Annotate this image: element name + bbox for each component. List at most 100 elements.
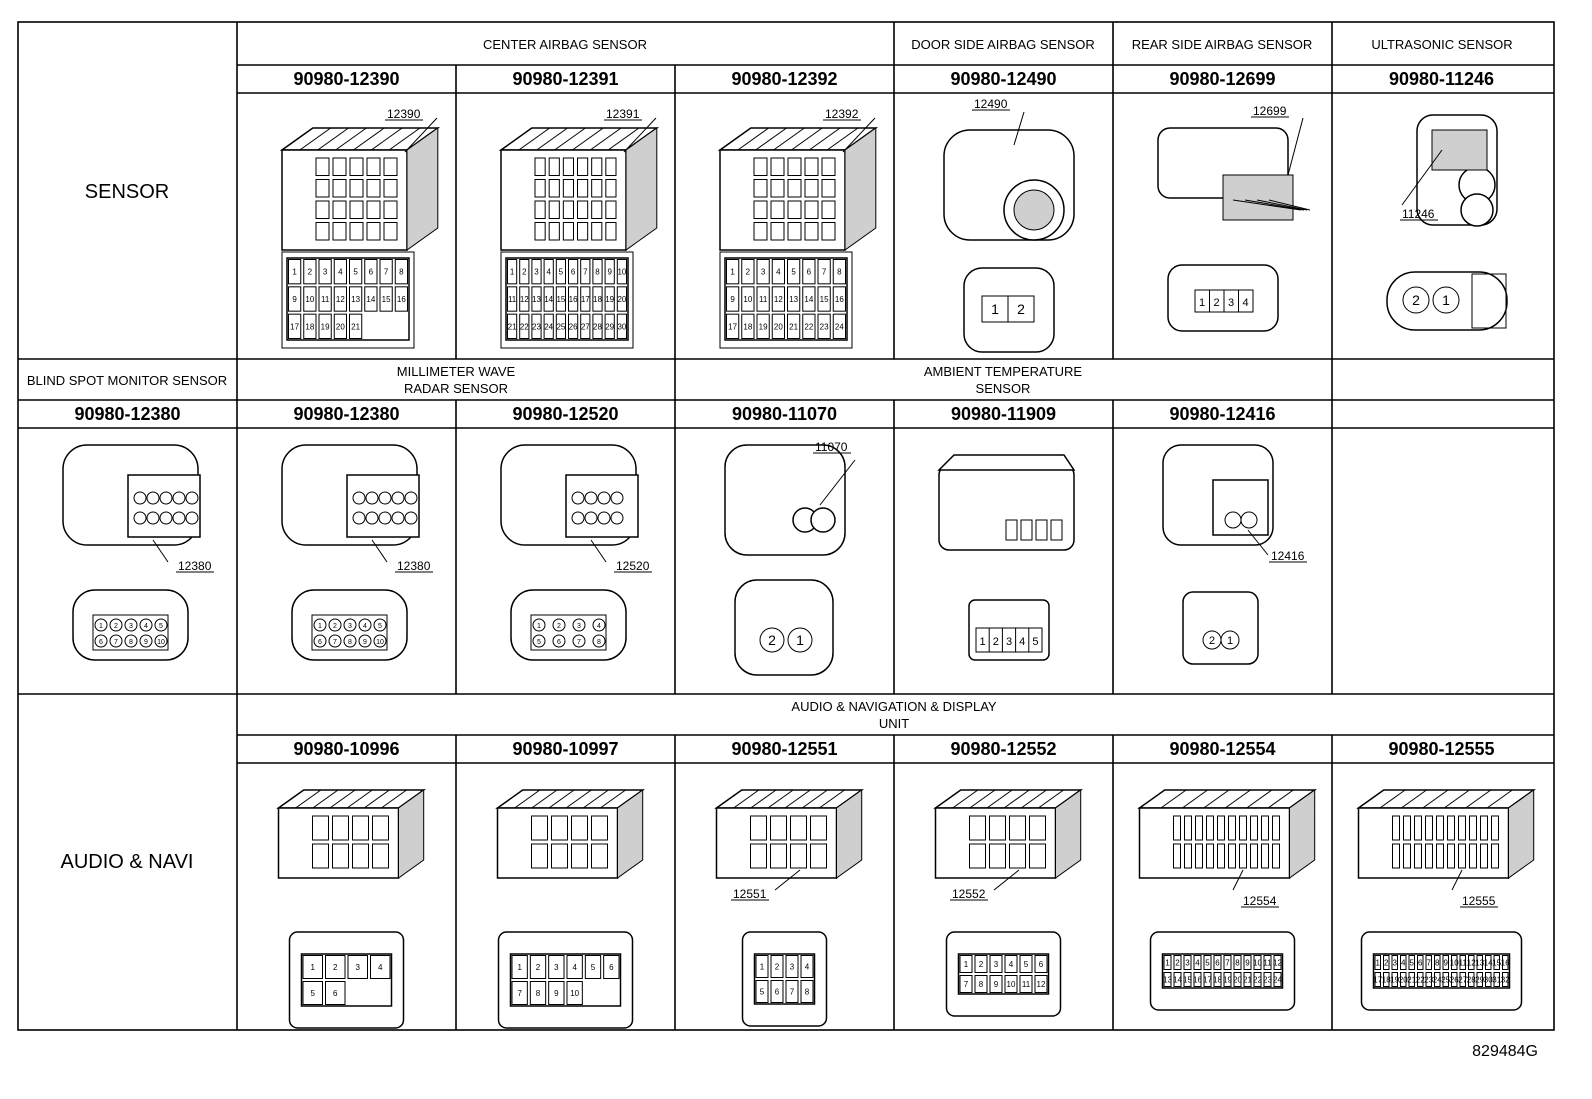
pin-label: 9	[363, 639, 367, 646]
pin-label: 3	[348, 623, 352, 630]
connector-drawing-12490: 12490 1 2	[943, 97, 1075, 353]
pin-label: 12	[1273, 959, 1282, 968]
pin-label: 2	[1384, 959, 1389, 968]
pin-label: 19	[1390, 976, 1399, 985]
pin-label: 12	[1037, 980, 1046, 989]
pin-label: 6	[807, 268, 812, 277]
pin-label: 7	[114, 639, 118, 646]
pin-label: 15	[1183, 976, 1192, 985]
pin-label: 1	[980, 636, 986, 648]
pin-label: 4	[378, 963, 383, 972]
pin-label: 3	[994, 960, 999, 969]
callout-12390: 12390	[387, 107, 421, 121]
pin-label: 4	[144, 623, 148, 630]
pin-label: 9	[994, 980, 999, 989]
callout-12555: 12555	[1462, 894, 1496, 908]
pin-label: 26	[1450, 976, 1459, 985]
pin-label: 7	[1427, 959, 1432, 968]
pin-label: 6	[333, 989, 338, 998]
pin-label: 1	[1376, 959, 1381, 968]
pin-label: 6	[1418, 959, 1423, 968]
pin-label: 15	[1492, 959, 1501, 968]
pin-label: 9	[554, 989, 559, 998]
pin-label: 10	[305, 295, 314, 304]
pin-label: 18	[743, 322, 752, 331]
pin-label: 10	[617, 268, 626, 277]
group-header-ambient-2: SENSOR	[976, 381, 1031, 396]
group-header-door-side-airbag: DOOR SIDE AIRBAG SENSOR	[911, 37, 1095, 52]
pin-label: 12	[774, 295, 783, 304]
pin-label: 20	[1399, 976, 1408, 985]
pin-label: 22	[520, 322, 529, 331]
pin-label: 1	[537, 623, 541, 630]
pin-label: 9	[1444, 959, 1449, 968]
pin-label: 17	[1373, 976, 1382, 985]
pin-label: 27	[1458, 976, 1467, 985]
part-number-r2-3: 90980-11070	[732, 404, 837, 424]
pin-label: 1	[292, 268, 297, 277]
pin-label: 14	[366, 295, 375, 304]
pin-label: 18	[305, 322, 314, 331]
group-header-ultrasonic: ULTRASONIC SENSOR	[1371, 37, 1512, 52]
pin-label: 14	[804, 295, 813, 304]
pin-label: 3	[1393, 959, 1398, 968]
pin-label: 17	[728, 322, 737, 331]
pin-label: 18	[593, 295, 602, 304]
pin-label: 2	[1213, 297, 1219, 309]
pin-label: 4	[1401, 959, 1406, 968]
pin-label: 14	[544, 295, 553, 304]
pin-label: 22	[804, 322, 813, 331]
callout-12490: 12490	[974, 97, 1008, 111]
pin-label: 2	[1175, 959, 1180, 968]
pin-label: 6	[1039, 960, 1044, 969]
pin-label: 16	[1193, 976, 1202, 985]
pin-label: 6	[99, 639, 103, 646]
pin-label: 8	[805, 988, 810, 997]
pin-label: 4	[1009, 960, 1014, 969]
group-header-ambient-1: AMBIENT TEMPERATURE	[924, 364, 1083, 379]
pin-label: 4	[546, 268, 551, 277]
pin-label: 24	[1433, 976, 1442, 985]
pin-label: 7	[822, 268, 827, 277]
pin-label: 11	[1022, 980, 1031, 989]
callout-12520: 12520	[616, 559, 650, 573]
pin-label: 7	[790, 988, 795, 997]
pin-label: 11	[1459, 959, 1468, 968]
pin-label: 23	[1424, 976, 1433, 985]
pin-label: 17	[1203, 976, 1212, 985]
pin-label: 11	[759, 295, 768, 304]
pin-label: 3	[323, 268, 328, 277]
pin-label: 10	[1450, 959, 1459, 968]
pin-label: 7	[384, 268, 389, 277]
pin-label: 5	[353, 268, 358, 277]
pin-label: 6	[369, 268, 374, 277]
pin-label: 1	[991, 301, 999, 317]
pin-label: 8	[1235, 959, 1240, 968]
callout-12392: 12392	[825, 107, 859, 121]
group-header-audio-2: UNIT	[879, 716, 909, 731]
pin-label: 2	[1209, 635, 1215, 647]
pin-label: 16	[569, 295, 578, 304]
pin-label: 8	[399, 268, 404, 277]
pin-label: 4	[363, 623, 367, 630]
callout-12416: 12416	[1271, 549, 1305, 563]
pin-label: 11	[508, 295, 517, 304]
pin-label: 5	[1032, 636, 1038, 648]
pin-label: 20	[774, 322, 783, 331]
pin-label: 7	[517, 989, 522, 998]
part-number-r3-1: 90980-10997	[512, 739, 618, 759]
pin-label: 3	[790, 963, 795, 972]
pin-label: 10	[157, 639, 165, 646]
part-number-r2-5: 90980-12416	[1169, 404, 1275, 424]
pin-label: 2	[1017, 301, 1025, 317]
pin-label: 10	[570, 989, 579, 998]
pin-label: 25	[556, 322, 565, 331]
group-header-rear-side-airbag: REAR SIDE AIRBAG SENSOR	[1132, 37, 1313, 52]
